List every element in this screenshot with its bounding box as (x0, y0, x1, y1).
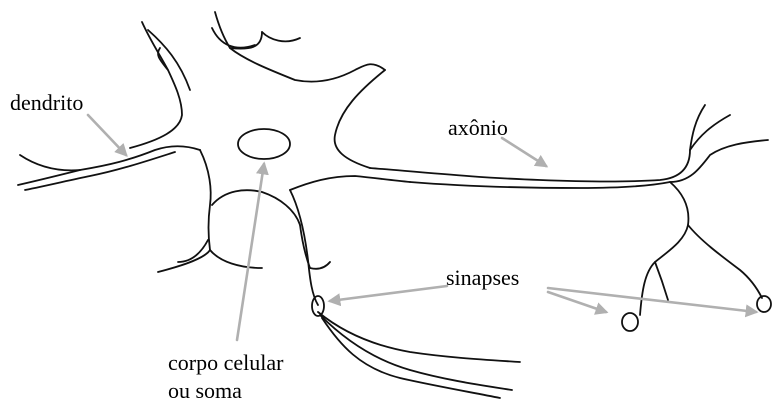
synapse-terminal-middle (622, 313, 638, 331)
nucleus (238, 129, 290, 159)
synapses-label: sinapses (446, 265, 519, 291)
axon-pointer (502, 138, 546, 166)
synapse-terminal-right (757, 296, 771, 312)
axon-outline (370, 105, 768, 315)
cell-body-outline (18, 12, 410, 272)
cell-body-label-line2: ou soma (168, 378, 242, 404)
synapse-pointer-right (548, 288, 756, 312)
synapse-pointer-left (330, 286, 447, 301)
synapse-pointer-middle (548, 292, 606, 312)
dendrite-pointer (88, 115, 126, 155)
axon-label: axônio (448, 115, 508, 141)
axon-collateral-outline (290, 190, 520, 398)
cell-body-label-line1: corpo celular (168, 350, 283, 376)
dendrite-label: dendrito (10, 90, 83, 116)
